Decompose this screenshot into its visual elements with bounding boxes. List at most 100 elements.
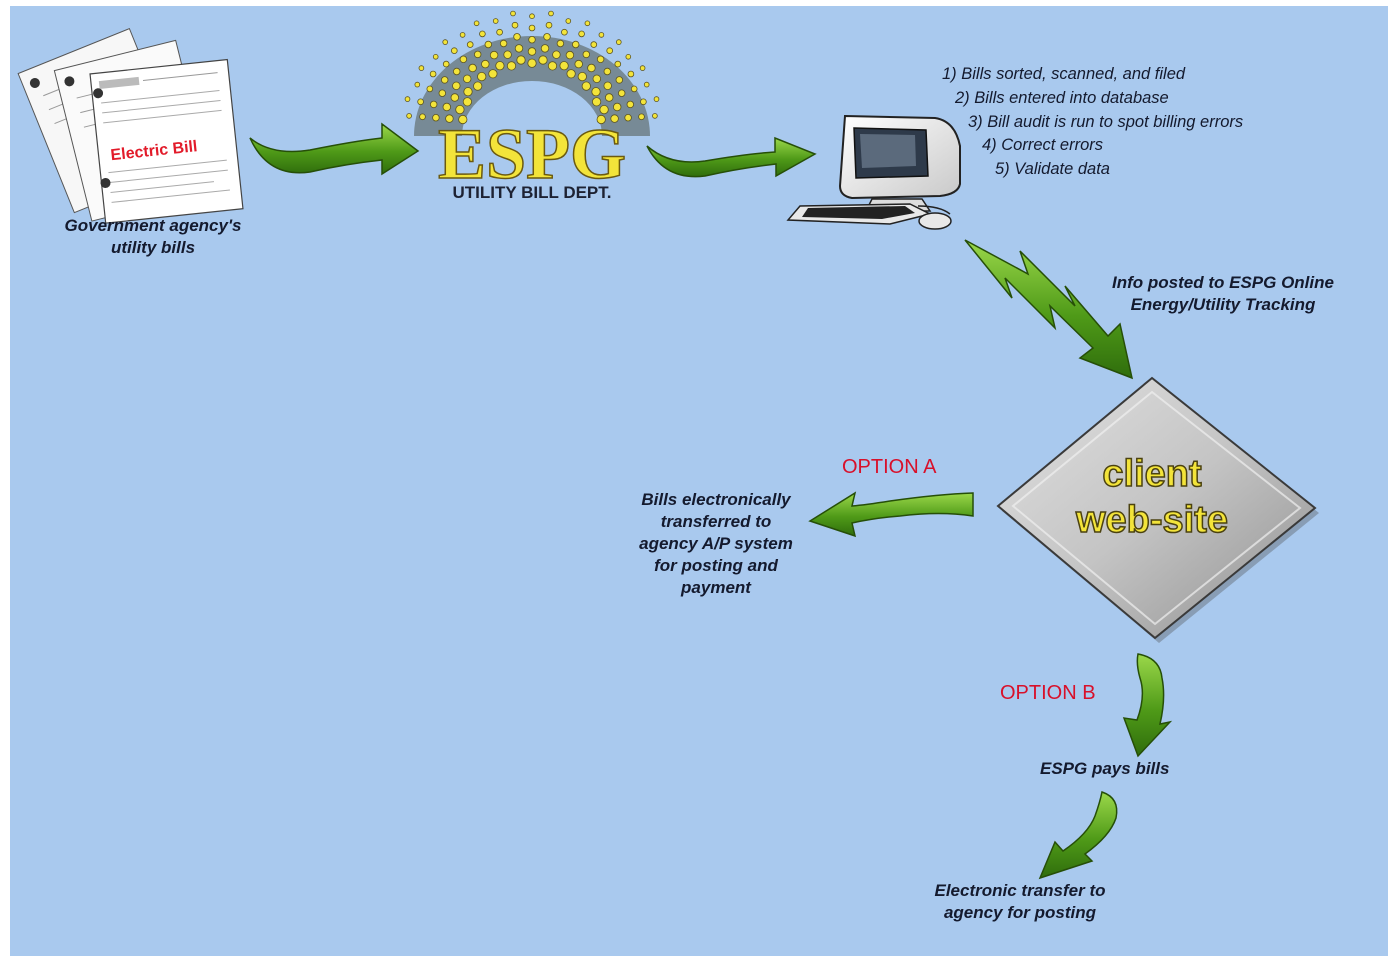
sun-dot (445, 114, 454, 123)
sun-dot (561, 28, 568, 36)
sun-dot (627, 70, 635, 78)
sun-dot (638, 113, 645, 121)
sun-dot (610, 114, 619, 123)
sun-dot (618, 89, 626, 97)
arrow-espg-to-computer-icon (646, 136, 817, 178)
bills-caption-line1: Government agency's (64, 216, 242, 235)
espg-sun-logo-icon (404, 10, 660, 136)
sun-dot (479, 30, 486, 38)
sun-dot (450, 93, 459, 102)
sun-dot (462, 97, 472, 107)
client-label-line2: web-site (1075, 499, 1228, 541)
sun-dot (598, 32, 605, 38)
sun-dot (566, 69, 576, 79)
sun-dot (543, 33, 551, 41)
sun-dot (625, 53, 632, 60)
transfer-caption-line1: Electronic transfer to (934, 881, 1106, 900)
sun-dot (613, 102, 622, 112)
sun-dot (430, 100, 438, 109)
transfer-caption-line2: agency for posting (943, 903, 1097, 922)
sun-dot (540, 44, 550, 53)
sun-dot (538, 55, 548, 65)
sun-dot (592, 74, 601, 83)
sun-dot (556, 39, 565, 48)
sun-dot (614, 60, 622, 68)
sun-dot (499, 39, 508, 48)
sun-dot (442, 102, 451, 112)
sun-dot (591, 97, 602, 107)
client-website-diamond (996, 376, 1319, 643)
sun-dot (455, 105, 465, 115)
sun-dot (584, 20, 591, 27)
option-a-label: OPTION A (842, 456, 937, 478)
sun-dot (406, 113, 412, 119)
sun-dot (459, 32, 466, 38)
sun-dot (442, 39, 449, 45)
sun-dot (574, 59, 583, 69)
sun-dot (477, 72, 487, 82)
sun-dot (453, 67, 461, 76)
sun-dot (452, 81, 461, 90)
sun-dot (640, 98, 647, 106)
bills-caption: Government agency's utility bills (38, 215, 268, 259)
sun-dot (596, 55, 605, 63)
sun-dot (432, 53, 439, 60)
sun-dot (510, 10, 516, 17)
espg-dept-label: UTILITY BILL DEPT. (453, 183, 612, 202)
sun-dot (603, 67, 611, 76)
option-a-line5: payment (681, 578, 751, 597)
sun-dot (545, 21, 553, 29)
sun-dot (458, 114, 468, 125)
sun-dot (578, 30, 585, 38)
option-a-line2: transferred to (660, 512, 772, 531)
espg-logo-text: ESPG (438, 114, 626, 194)
sun-dot (414, 81, 421, 88)
sun-dot (450, 47, 458, 54)
step-4: 4) Correct errors (982, 136, 1104, 154)
posting-caption-line2: Energy/Utility Tracking (1130, 295, 1316, 314)
sun-dot (432, 113, 440, 122)
arrow-bills-to-espg-icon (249, 122, 420, 176)
sun-dot (463, 74, 472, 83)
sun-dot (599, 105, 609, 115)
sun-dot (488, 69, 498, 79)
arrow-option-a-icon (808, 491, 974, 538)
sun-dot (605, 93, 614, 102)
sun-dot (528, 36, 536, 44)
arrow-computer-to-client-lightning-icon (964, 239, 1134, 380)
sun-dot (513, 33, 521, 41)
arrow-to-transfer-icon (1038, 791, 1118, 880)
step-5: 5) Validate data (995, 160, 1110, 178)
sun-dot (572, 40, 580, 49)
sun-dot (547, 61, 558, 71)
sun-dot (418, 65, 425, 71)
sun-dot (615, 76, 623, 84)
sun-dot (514, 44, 524, 53)
diagram-graphics: Electric Bill ESPG UTILITY BILL DEPT. cl… (17, 10, 1319, 880)
sun-dot (426, 85, 434, 93)
sun-dot (503, 50, 512, 59)
sun-dot (587, 63, 596, 73)
sun-dot (481, 59, 490, 69)
sun-dot (626, 100, 634, 109)
sun-dot (527, 58, 537, 68)
sun-dot (495, 61, 505, 71)
option-a-line4: for posting and (654, 556, 778, 575)
sun-dot (565, 18, 572, 24)
sun-dot (468, 63, 477, 73)
sun-dot (473, 81, 483, 91)
option-b-label: OPTION B (1000, 682, 1096, 704)
posting-caption: Info posted to ESPG Online Energy/Utilit… (1068, 272, 1378, 316)
sun-dot (552, 50, 561, 59)
sun-dot (527, 47, 537, 56)
option-a-caption: Bills electronically transferred to agen… (600, 489, 832, 599)
sun-dot (506, 61, 517, 71)
sun-dot (489, 50, 499, 60)
sun-dot (596, 114, 606, 125)
sun-dot (529, 13, 535, 19)
sun-dot (511, 21, 519, 29)
computer-icon (786, 114, 961, 230)
sun-dot (484, 40, 492, 49)
bills-stack-icon: Electric Bill (17, 27, 244, 224)
sun-dot (577, 72, 587, 82)
